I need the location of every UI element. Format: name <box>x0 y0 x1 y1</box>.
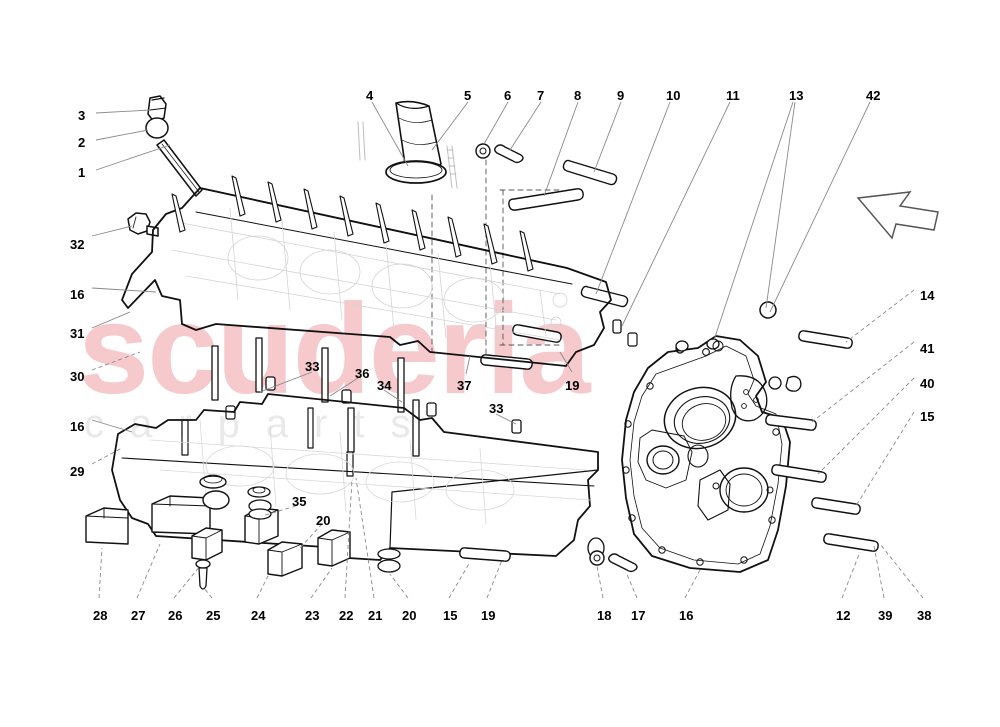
callout-8: 8 <box>574 88 582 103</box>
callout-37: 37 <box>457 378 472 393</box>
part-bolts-lower <box>459 547 511 562</box>
callout-28: 28 <box>93 608 108 623</box>
part-cover-dowels <box>627 301 802 392</box>
part-washers-seals <box>199 474 605 573</box>
part-cylinder-sleeve <box>385 100 447 184</box>
callout-25: 25 <box>206 608 221 623</box>
callout-33-a: 33 <box>305 359 320 374</box>
callout-20-bottom: 20 <box>402 608 417 623</box>
callout-21: 21 <box>368 608 383 623</box>
callout-39: 39 <box>878 608 893 623</box>
callout-19-bottom: 19 <box>481 608 496 623</box>
part-bolt-6-7 <box>475 143 524 164</box>
callout-4: 4 <box>366 88 374 103</box>
part-bolts-11-13 <box>712 340 724 352</box>
callout-6: 6 <box>504 88 512 103</box>
callout-41: 41 <box>920 341 935 356</box>
callout-36: 36 <box>355 366 370 381</box>
callout-24: 24 <box>251 608 266 623</box>
callout-15-bottom: 15 <box>443 608 458 623</box>
callout-34: 34 <box>377 378 392 393</box>
callout-38: 38 <box>917 608 932 623</box>
callout-16-upper: 16 <box>70 287 85 302</box>
part-upper-crankcase <box>121 187 612 367</box>
callout-22: 22 <box>339 608 354 623</box>
callout-15-right: 15 <box>920 409 935 424</box>
callout-3: 3 <box>78 108 86 123</box>
callout-31: 31 <box>70 326 85 341</box>
part-timing-cover <box>621 335 791 573</box>
callout-27: 27 <box>131 608 146 623</box>
callout-33-b: 33 <box>489 401 504 416</box>
callout-16-lower: 16 <box>70 419 85 434</box>
callout-12: 12 <box>836 608 851 623</box>
orientation-arrow <box>856 191 939 240</box>
callout-5: 5 <box>464 88 472 103</box>
part-bolt-25 <box>195 559 211 590</box>
callout-42: 42 <box>866 88 881 103</box>
part-right-bolts <box>765 330 879 552</box>
callout-40: 40 <box>920 376 935 391</box>
callout-19-mid: 19 <box>565 378 580 393</box>
callout-1: 1 <box>78 165 86 180</box>
callout-20-mid: 20 <box>316 513 331 528</box>
callout-14: 14 <box>920 288 935 303</box>
callout-9: 9 <box>617 88 625 103</box>
callout-2: 2 <box>78 135 86 150</box>
part-bolt-17-18 <box>589 550 638 573</box>
callout-10: 10 <box>666 88 681 103</box>
callout-35: 35 <box>292 494 307 509</box>
part-dipstick-tube <box>145 95 203 197</box>
callout-7: 7 <box>537 88 545 103</box>
callout-13: 13 <box>789 88 804 103</box>
callout-29: 29 <box>70 464 85 479</box>
callout-17: 17 <box>631 608 646 623</box>
callout-26: 26 <box>168 608 183 623</box>
callout-18: 18 <box>597 608 612 623</box>
part-lower-crankcase <box>111 393 599 561</box>
callout-23: 23 <box>305 608 320 623</box>
callout-11: 11 <box>726 88 740 103</box>
part-head-studs <box>171 175 534 272</box>
callout-32: 32 <box>70 237 85 252</box>
callout-30: 30 <box>70 369 85 384</box>
callout-16-bottom: 16 <box>679 608 694 623</box>
